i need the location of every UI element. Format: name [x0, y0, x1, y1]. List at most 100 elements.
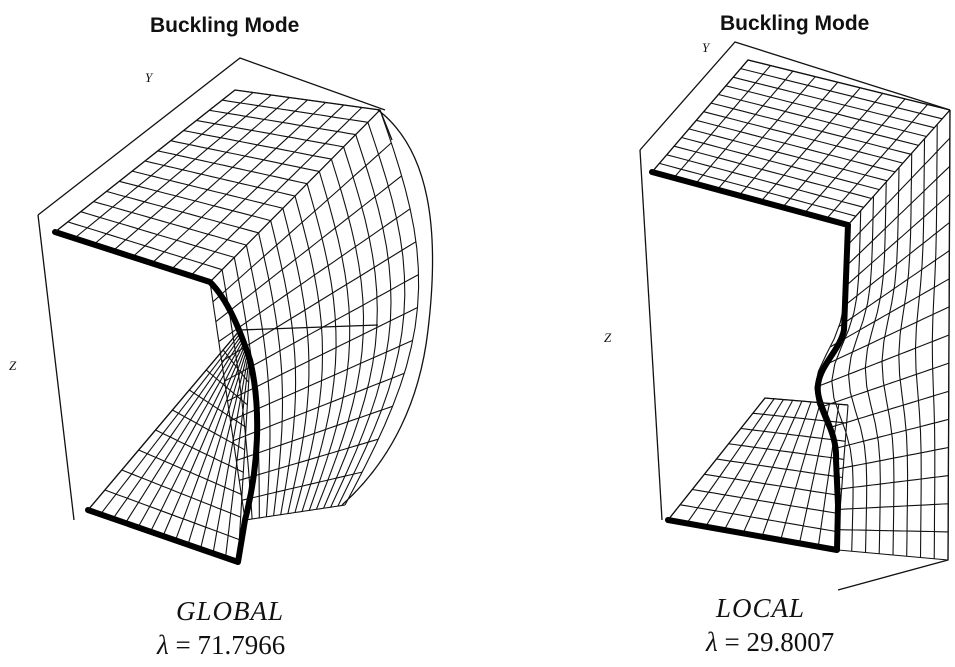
right-z-axis-label: Z — [604, 330, 612, 345]
left-web-mesh-line-v — [209, 281, 246, 521]
left-bottom-mesh-line-v — [222, 349, 250, 383]
right-bottom-mesh-line-v — [680, 504, 839, 533]
right-top-mesh-line-u — [825, 104, 929, 220]
left-top-mesh-line-v — [67, 221, 223, 271]
left-mode-label: GLOBAL — [176, 596, 285, 626]
right-bottom-mesh-line-v — [716, 458, 843, 479]
right-top-mesh-line-u — [673, 65, 771, 179]
right-top-mesh-line-v — [740, 68, 943, 120]
right-top-mesh-line-u — [695, 70, 794, 185]
right-panel-mesh — [639, 41, 951, 591]
left-web-mesh-line-v — [308, 171, 351, 511]
left-bottom-mesh-line-v — [121, 469, 241, 518]
left-web-mesh-line-v — [315, 158, 365, 510]
left-bottom-mesh-line-u — [100, 332, 242, 515]
left-bounding-line-left — [37, 214, 75, 521]
right-top-mesh-line-v — [674, 145, 872, 200]
left-web-mesh-line-v — [282, 208, 310, 514]
left-top-mesh-line-v — [170, 140, 320, 172]
left-bottom-mesh-line-u — [112, 334, 243, 520]
left-top-flange — [54, 89, 381, 283]
left-top-mesh-line-v — [209, 109, 356, 136]
right-top-mesh-line-u — [782, 92, 884, 208]
right-bounding-line-top — [639, 41, 951, 151]
left-bottom-mesh-line-v — [155, 429, 244, 473]
left-web-mesh-line-v — [301, 183, 337, 512]
left-bottom-mesh-line-v — [172, 409, 245, 451]
left-right-bulge-edge — [341, 109, 434, 506]
left-bottom-mesh-line-v — [188, 389, 247, 428]
left-bottom-mesh-line-v — [205, 369, 248, 406]
left-bottom-mesh-line-v — [104, 489, 240, 541]
right-top-mesh-line-v — [681, 136, 880, 191]
right-bottom-back-edge — [667, 397, 849, 521]
left-web-mesh-line-v — [323, 146, 378, 509]
right-top-mesh-line-v — [696, 119, 896, 173]
left-top-mesh-line-v — [131, 170, 284, 209]
left-bottom-mesh-line-u — [162, 344, 246, 537]
left-top-mesh-line-v — [106, 190, 259, 234]
right-lambda-readout: λ = 29.8007 — [706, 627, 835, 657]
left-top-mesh-line-v — [196, 119, 344, 148]
right-top-mesh-line-v — [710, 102, 911, 155]
left-web-mesh-line-v — [270, 220, 297, 515]
left-lambda-symbol: λ — [157, 630, 169, 660]
left-web-mesh-line-v — [294, 195, 324, 513]
left-bottom-mesh-line-u — [150, 342, 245, 532]
left-bottom-flange — [87, 329, 251, 563]
right-bounding-line-left — [639, 149, 663, 521]
left-z-axis-label: Z — [9, 358, 17, 373]
right-top-outer-edge — [651, 59, 951, 173]
right-top-mesh-line-u — [716, 76, 816, 191]
left-web-mesh-line-v — [337, 122, 406, 507]
right-bottom-mesh-line-v — [740, 427, 846, 442]
right-top-mesh-line-v — [666, 154, 864, 208]
left-bottom-mesh-line-v — [138, 449, 243, 496]
left-y-axis-label: Y — [145, 70, 153, 85]
right-top-mesh-line-v — [688, 128, 888, 182]
left-lambda-readout: λ = 71.7966 — [157, 630, 286, 660]
right-panel-title: Buckling Mode — [720, 12, 870, 35]
left-bottom-edge — [87, 324, 379, 511]
left-web-mesh-line-v — [245, 244, 271, 517]
left-bottom-mesh-line-u — [237, 359, 251, 563]
left-bottom-mesh-line-u — [212, 354, 249, 554]
left-top-mesh-line-v — [144, 160, 296, 197]
right-web-mesh-line-v — [931, 124, 938, 559]
right-lambda-symbol: λ — [706, 627, 718, 657]
left-web-surface — [209, 109, 420, 521]
left-bottom-mesh-line-u — [174, 347, 247, 541]
right-web-mesh-line-v — [831, 210, 862, 552]
right-bottom-mesh-line-v — [692, 488, 840, 515]
right-top-mesh-line-u — [803, 98, 906, 214]
right-web-mesh-line-v — [914, 138, 926, 558]
right-lambda-value: 29.8007 — [746, 627, 835, 657]
left-bottom-mesh-line-u — [125, 337, 243, 524]
right-web-mesh-line-v — [881, 167, 900, 556]
left-top-mesh-line-v — [80, 211, 235, 258]
left-bottom-mesh-line-u — [224, 357, 250, 558]
left-panel-mesh — [37, 57, 434, 565]
left-web-mesh-line-v — [258, 232, 284, 516]
left-bottom-mesh-line-u — [199, 352, 249, 550]
right-bottom-mesh-line-v — [752, 412, 847, 424]
right-mode-label: LOCAL — [716, 593, 806, 623]
right-top-mesh-line-v — [733, 76, 935, 129]
right-y-axis-label: Y — [702, 40, 710, 55]
right-bottom-mesh-line-v — [704, 473, 842, 497]
left-top-mesh-line-v — [157, 150, 308, 185]
right-top-mesh-line-v — [725, 85, 927, 138]
right-top-mesh-line-u — [760, 87, 861, 202]
right-web-mesh-line-v — [898, 153, 913, 557]
left-web-mesh-line-v — [330, 134, 392, 508]
right-top-mesh-line-v — [703, 111, 904, 164]
left-end-section — [52, 229, 261, 565]
left-top-mesh-line-v — [183, 130, 332, 160]
left-lambda-value: 71.7966 — [197, 630, 286, 660]
right-end-section — [649, 169, 851, 553]
left-top-mesh-line-v — [119, 180, 271, 222]
right-web-mesh-line-v — [847, 196, 875, 553]
left-bottom-mesh-line-u — [187, 349, 248, 545]
